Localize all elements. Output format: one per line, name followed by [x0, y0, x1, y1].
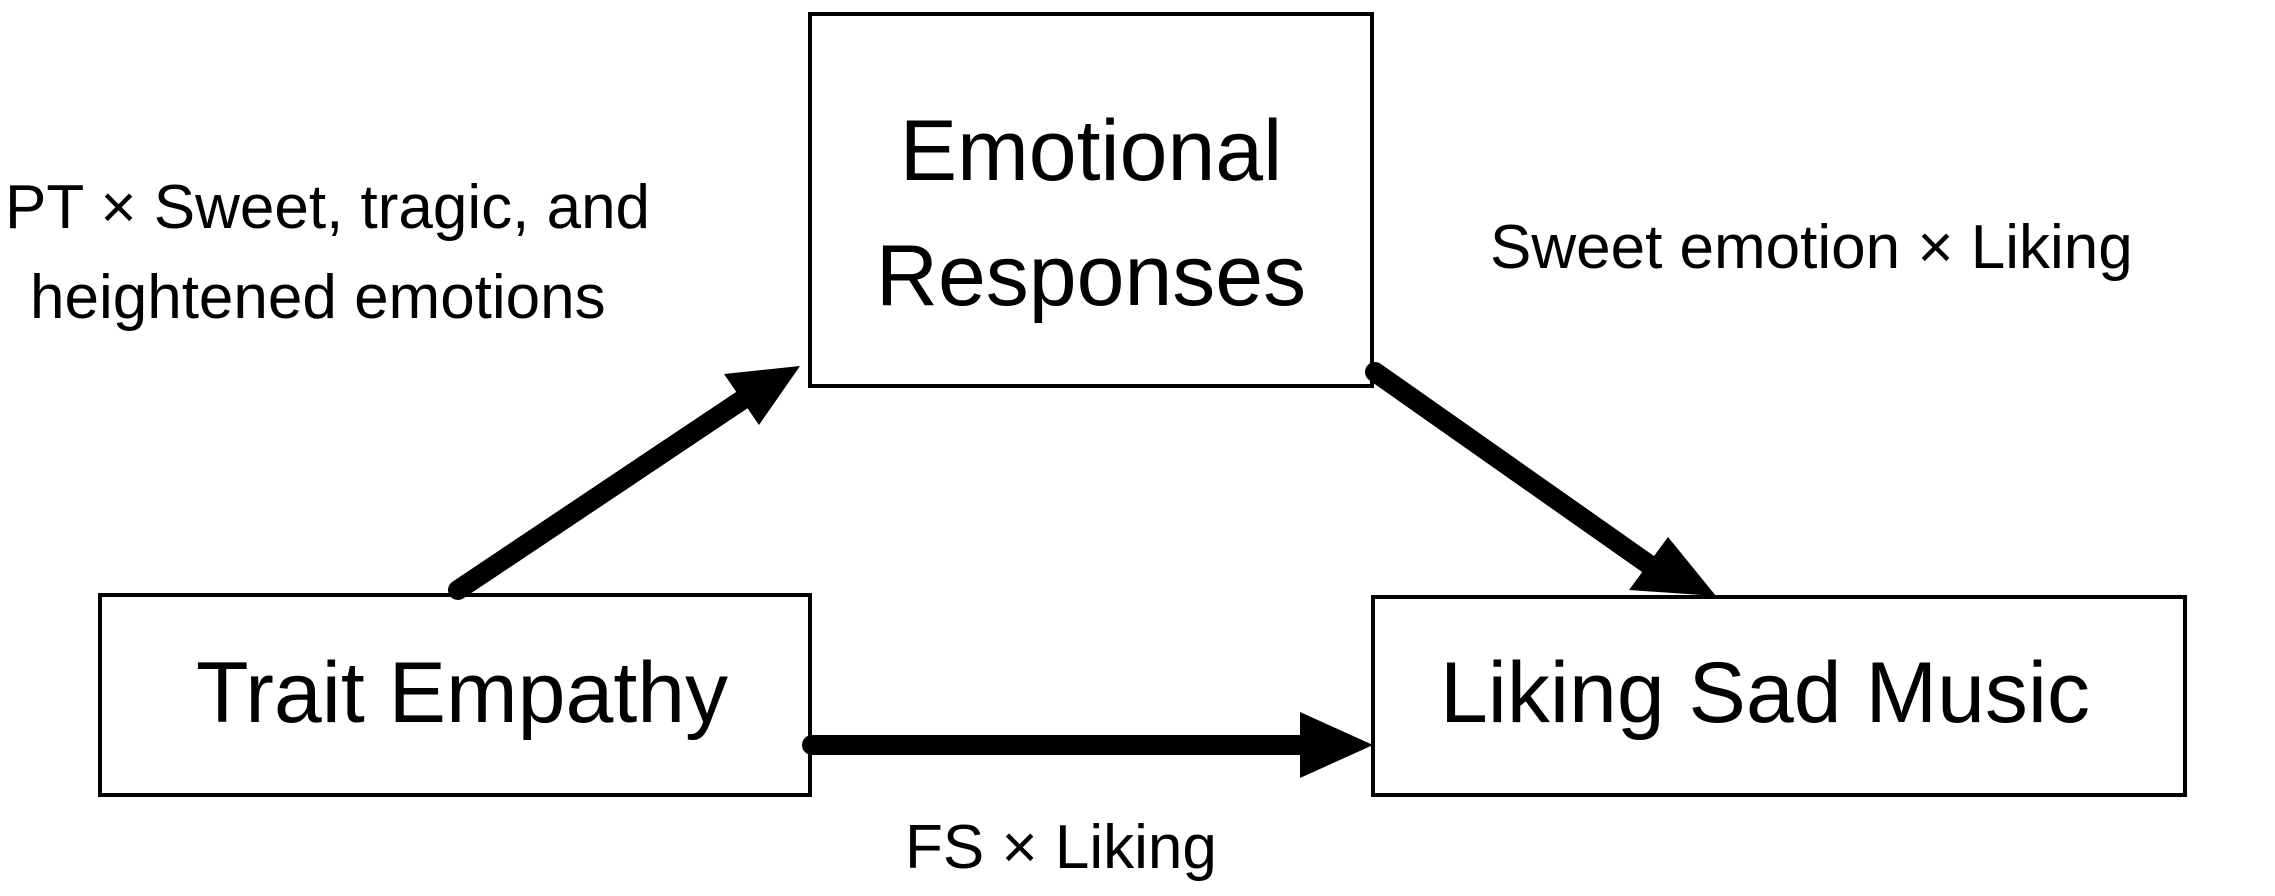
node-trait-empathy-label: Trait Empathy — [196, 645, 728, 741]
arrow-trait-to-emotional — [448, 366, 800, 600]
node-liking-sad-music-label: Liking Sad Music — [1440, 645, 2090, 741]
edge-label-emotional-to-liking: Sweet emotion × Liking — [1490, 213, 2133, 282]
arrow-trait-to-emotional-head — [724, 366, 800, 425]
arrow-trait-to-emotional-shaft — [448, 390, 752, 600]
edge-label-trait-to-emotional-line1: PT × Sweet, tragic, and — [5, 173, 650, 242]
node-emotional-responses-box — [808, 12, 1374, 388]
arrow-trait-to-liking — [802, 712, 1373, 778]
arrow-emotional-to-liking-head — [1629, 537, 1716, 596]
node-liking-sad-music: Liking Sad Music — [1371, 595, 2187, 797]
arrow-emotional-to-liking — [1365, 362, 1716, 596]
edge-label-trait-to-emotional-line2: heightened emotions — [30, 263, 606, 332]
arrow-trait-to-liking-head — [1300, 712, 1373, 778]
node-trait-empathy: Trait Empathy — [98, 593, 812, 797]
node-liking-sad-music-box — [1371, 595, 2187, 797]
node-emotional-responses: Emotional Responses — [808, 12, 1374, 388]
arrow-emotional-to-liking-shaft — [1365, 362, 1658, 574]
edge-label-trait-to-liking: FS × Liking — [905, 813, 1217, 882]
node-emotional-responses-line2: Responses — [876, 228, 1306, 324]
node-trait-empathy-box — [98, 593, 812, 797]
node-emotional-responses-line1: Emotional — [900, 103, 1282, 199]
